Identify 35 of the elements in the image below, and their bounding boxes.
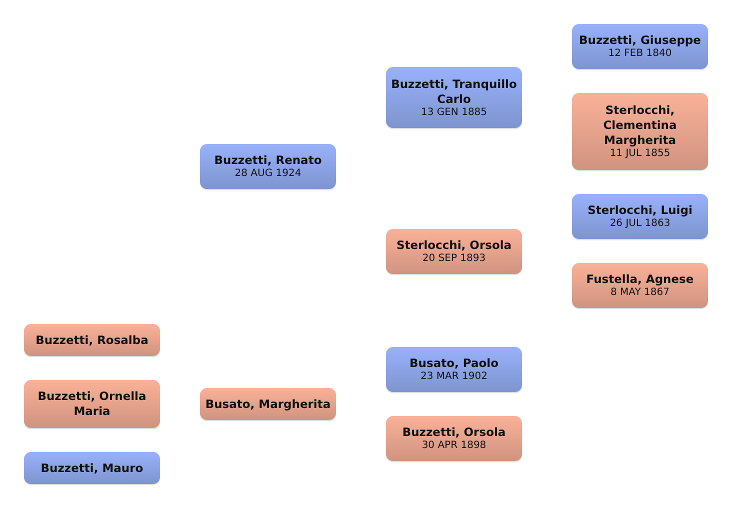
person-name: Fustella, Agnese — [586, 272, 694, 287]
person-box — [200, 144, 336, 189]
birth-date: 28 AUG 1924 — [234, 168, 302, 180]
birth-date: 23 MAR 1902 — [420, 371, 488, 383]
birth-date: 8 MAY 1867 — [610, 287, 670, 299]
person-name: Busato, Margherita — [205, 396, 331, 412]
person-name: Buzzetti, Rosalba — [36, 332, 148, 348]
birth-date: 13 GEN 1885 — [420, 106, 488, 118]
person-name: Buzzetti, Mauro — [40, 460, 144, 476]
person-box — [386, 229, 522, 274]
person-box — [24, 380, 160, 428]
person-name: Sterlocchi, Clementina Margherita — [602, 103, 678, 148]
birth-date: 20 SEP 1893 — [422, 253, 486, 265]
person-box — [572, 24, 708, 69]
birth-date: 26 JUL 1863 — [610, 218, 670, 230]
person-box — [572, 194, 708, 239]
person-box — [572, 263, 708, 308]
person-name: Sterlocchi, Orsola — [396, 238, 512, 253]
person-box — [386, 347, 522, 392]
person-name: Buzzetti, Orsola — [402, 425, 506, 440]
person-box — [24, 324, 160, 356]
person-name: Buzzetti, Renato — [214, 153, 322, 168]
birth-date: 12 FEB 1840 — [608, 48, 672, 60]
person-box — [572, 93, 708, 170]
person-name: Busato, Paolo — [410, 356, 498, 371]
birth-date: 11 JUL 1855 — [610, 148, 670, 160]
person-name: Buzzetti, Giuseppe — [579, 33, 701, 48]
birth-date: 30 APR 1898 — [422, 440, 486, 452]
person-name: Buzzetti, Tranquillo Carlo — [390, 76, 518, 106]
person-box — [200, 388, 336, 420]
person-name: Buzzetti, Ornella Maria — [36, 389, 148, 419]
person-box — [386, 416, 522, 461]
person-box — [24, 452, 160, 484]
person-name: Sterlocchi, Luigi — [588, 203, 692, 218]
person-box — [386, 67, 522, 128]
